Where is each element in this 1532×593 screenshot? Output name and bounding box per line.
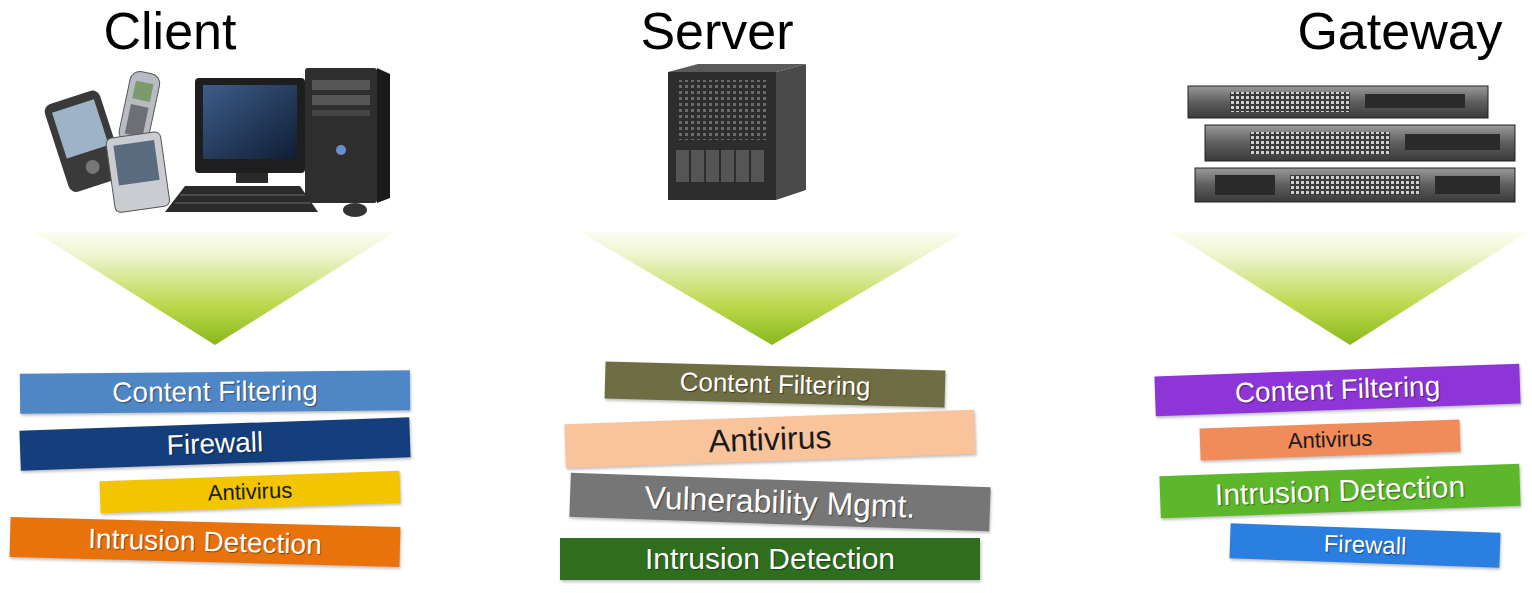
drive-bay: [312, 80, 370, 90]
pc-tower-side: [377, 68, 390, 203]
power-button: [336, 145, 346, 155]
security-band: Antivirus: [1200, 419, 1461, 460]
rack-vent: [1250, 132, 1390, 154]
band-label: Antivirus: [1287, 426, 1372, 455]
drive-bay: [736, 150, 749, 182]
client-devices: [43, 68, 390, 217]
band-label: Intrusion Detection: [1214, 469, 1465, 514]
rack-panel: [1365, 94, 1465, 108]
band-label: Antivirus: [708, 418, 832, 461]
band-label: Content Filtering: [679, 367, 871, 403]
security-band: Vulnerability Mgmt.: [569, 473, 990, 532]
column-heading: Server: [640, 2, 793, 62]
security-band: Intrusion Detection: [1159, 464, 1520, 519]
security-band: Content Filtering: [605, 362, 946, 408]
phone-screen: [132, 81, 153, 102]
funnel-arrow: [35, 232, 395, 345]
band-label: Intrusion Detection: [88, 522, 322, 562]
monitor-screen: [203, 85, 297, 159]
column-heading: Gateway: [1297, 2, 1502, 62]
monitor-stand: [236, 173, 268, 183]
drive-bay: [691, 150, 704, 182]
pda-icon: [105, 131, 170, 213]
pda-button: [84, 158, 102, 176]
band-label: Firewall: [166, 425, 264, 462]
security-band: Content Filtering: [20, 370, 410, 413]
security-band: Content Filtering: [1154, 364, 1520, 416]
phone-keypad: [125, 104, 149, 137]
gateway-racks: [1188, 86, 1515, 202]
rack-vent: [1290, 175, 1420, 195]
security-band: Antivirus: [100, 471, 401, 514]
band-label: Antivirus: [207, 478, 292, 507]
rack-unit: [1205, 125, 1515, 161]
server-vent: [676, 80, 768, 140]
band-label: Content Filtering: [112, 374, 318, 409]
rack-panel: [1405, 134, 1500, 150]
keyboard-keys: [175, 202, 311, 204]
rack-unit: [1195, 168, 1515, 202]
drive-bay: [312, 95, 370, 105]
pda-body: [105, 131, 170, 213]
drive-bay: [721, 150, 734, 182]
pc-tower: [305, 68, 377, 203]
band-label: Vulnerability Mgmt.: [644, 478, 916, 526]
rack-panel: [1215, 175, 1275, 195]
column-heading: Client: [104, 2, 237, 62]
funnel-arrow: [1170, 232, 1528, 345]
security-band: Intrusion Detection: [10, 517, 401, 567]
rack-panel: [1435, 176, 1500, 194]
rack-vent: [1230, 92, 1350, 112]
keyboard-keys: [180, 194, 305, 196]
mouse: [343, 203, 367, 217]
server-front: [668, 72, 776, 200]
security-band: Firewall: [1229, 523, 1500, 567]
band-label: Intrusion Detection: [645, 541, 895, 577]
pda-screen: [113, 140, 159, 185]
security-band: Intrusion Detection: [560, 538, 980, 580]
band-label: Content Filtering: [1234, 369, 1440, 410]
band-label: Firewall: [1323, 530, 1407, 562]
drive-bay: [706, 150, 719, 182]
funnel-arrow: [580, 232, 965, 345]
pda-screen: [52, 99, 109, 158]
security-band: Antivirus: [564, 410, 975, 469]
drive-bay: [676, 150, 689, 182]
security-band: Firewall: [19, 417, 410, 470]
server-side: [776, 64, 806, 200]
keyboard: [165, 186, 318, 212]
drive-bay: [312, 110, 370, 116]
monitor-bezel: [195, 78, 305, 173]
rack-unit: [1188, 86, 1488, 118]
server-tower: [668, 64, 806, 200]
drive-bay: [751, 150, 764, 182]
